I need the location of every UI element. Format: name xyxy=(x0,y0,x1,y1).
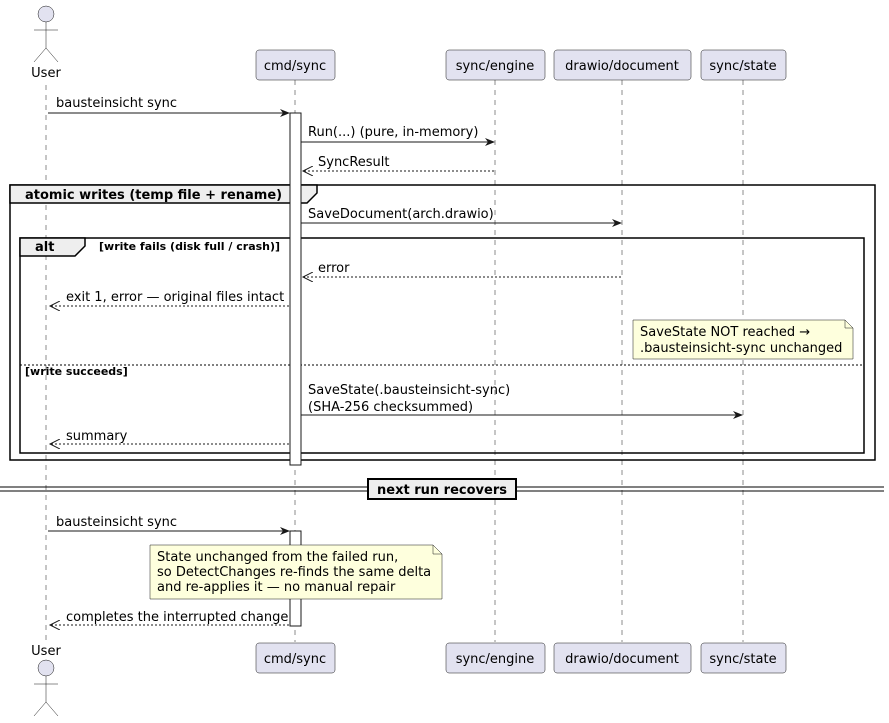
svg-text:error: error xyxy=(318,261,350,276)
svg-text:sync/engine: sync/engine xyxy=(456,652,535,667)
svg-text:(SHA-256 checksummed): (SHA-256 checksummed) xyxy=(308,400,473,415)
svg-text:cmd/sync: cmd/sync xyxy=(264,59,326,74)
note-state-unchanged: State unchanged from the failed run, so … xyxy=(149,544,443,600)
participant-sync-state-top: sync/state xyxy=(700,49,787,81)
svg-text:sync/state: sync/state xyxy=(709,59,776,74)
svg-text:sync/engine: sync/engine xyxy=(456,59,535,74)
participant-sync-engine-bottom: sync/engine xyxy=(445,642,546,674)
participant-cmd-sync-bottom: cmd/sync xyxy=(255,642,336,674)
svg-text:[write fails (disk full / cras: [write fails (disk full / crash)] xyxy=(99,240,280,253)
actor-user-label-bottom: User xyxy=(31,644,61,659)
svg-text:summary: summary xyxy=(66,429,128,444)
svg-text:SaveDocument(arch.drawio): SaveDocument(arch.drawio) xyxy=(308,207,494,222)
svg-text:alt: alt xyxy=(35,240,54,255)
svg-text:.bausteinsicht-sync unchanged: .bausteinsicht-sync unchanged xyxy=(640,341,842,356)
svg-text:drawio/document: drawio/document xyxy=(565,59,679,74)
svg-text:completes the interrupted chan: completes the interrupted change xyxy=(66,610,288,625)
group-alt: alt [write fails (disk full / crash)] [w… xyxy=(19,237,865,454)
svg-text:atomic writes (temp file + ren: atomic writes (temp file + rename) xyxy=(25,188,282,203)
svg-text:cmd/sync: cmd/sync xyxy=(264,652,326,667)
svg-text:sync/state: sync/state xyxy=(709,652,776,667)
svg-text:so DetectChanges re-finds the: so DetectChanges re-finds the same delta xyxy=(157,565,431,580)
note-save-state-not-reached: SaveState NOT reached → .bausteinsicht-s… xyxy=(632,319,854,360)
participant-cmd-sync-top: cmd/sync xyxy=(255,49,336,81)
actor-user-bottom xyxy=(33,659,59,717)
actor-user-top xyxy=(33,5,59,63)
svg-text:SaveState NOT reached →: SaveState NOT reached → xyxy=(640,325,810,340)
svg-text:Run(...) (pure, in-memory): Run(...) (pure, in-memory) xyxy=(308,125,478,140)
participant-drawio-document-top: drawio/document xyxy=(553,49,692,81)
svg-text:and re-applies it — no manual: and re-applies it — no manual repair xyxy=(157,580,396,595)
svg-text:exit 1, error — original files: exit 1, error — original files intact xyxy=(66,290,284,305)
svg-text:next run recovers: next run recovers xyxy=(377,483,507,498)
group-atomic-writes: atomic writes (temp file + rename) xyxy=(9,184,876,461)
svg-text:drawio/document: drawio/document xyxy=(565,652,679,667)
participant-sync-state-bottom: sync/state xyxy=(700,642,787,674)
activation-cmd-sync-1 xyxy=(289,112,302,466)
svg-text:SyncResult: SyncResult xyxy=(318,155,390,170)
actor-user-label-top: User xyxy=(31,66,61,81)
participant-sync-engine-top: sync/engine xyxy=(445,49,546,81)
svg-text:SaveState(.bausteinsicht-sync): SaveState(.bausteinsicht-sync) xyxy=(308,383,510,398)
svg-text:[write succeeds]: [write succeeds] xyxy=(25,365,128,378)
divider-next-run-recovers: next run recovers xyxy=(0,478,884,500)
svg-text:bausteinsicht sync: bausteinsicht sync xyxy=(56,515,177,530)
svg-text:bausteinsicht sync: bausteinsicht sync xyxy=(56,96,177,111)
participant-drawio-document-bottom: drawio/document xyxy=(553,642,692,674)
svg-text:State unchanged from the faile: State unchanged from the failed run, xyxy=(157,550,398,565)
